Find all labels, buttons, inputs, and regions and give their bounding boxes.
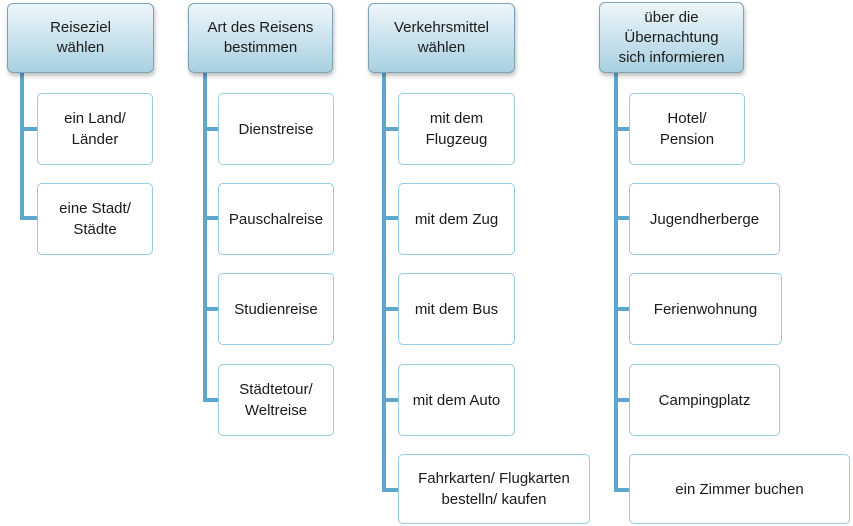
node-box: Ferienwohnung	[629, 273, 782, 345]
node-label: mit dem Bus	[414, 300, 499, 318]
node-label: Städtetour/ Weltreise	[239, 381, 313, 419]
node-label: mit dem Auto	[412, 391, 501, 409]
connector	[203, 398, 218, 402]
connector	[614, 127, 629, 131]
column-header-verkehrsmittel: Verkehrsmittel wählen	[368, 3, 515, 73]
column-header-uebernachtung: über die Übernachtung sich informieren	[599, 2, 744, 73]
node-label: Hotel/ Pension	[659, 110, 715, 148]
connector	[203, 216, 218, 220]
node-box: ein Zimmer buchen	[629, 454, 850, 524]
connector	[614, 216, 629, 220]
connector	[203, 127, 218, 131]
node-box: mit dem Flugzeug	[398, 93, 515, 165]
node-box: mit dem Auto	[398, 364, 515, 436]
connector	[20, 127, 37, 131]
connector-vertical	[382, 73, 386, 492]
header-label: Reiseziel wählen	[50, 19, 111, 56]
node-box: Campingplatz	[629, 364, 780, 436]
node-label: Dienstreise	[238, 120, 314, 138]
connector	[382, 307, 398, 311]
connector-vertical	[203, 73, 207, 402]
connector	[20, 216, 37, 220]
node-label: ein Zimmer buchen	[675, 480, 804, 498]
node-box: mit dem Zug	[398, 183, 515, 255]
connector	[382, 398, 398, 402]
node-box: mit dem Bus	[398, 273, 515, 345]
node-label: mit dem Zug	[414, 210, 499, 228]
node-label: Ferienwohnung	[653, 300, 758, 318]
header-label: Art des Reisens bestimmen	[207, 19, 314, 56]
connector-vertical	[20, 73, 24, 220]
connector-vertical	[614, 73, 618, 492]
connector	[382, 488, 398, 492]
node-label: Studienreise	[234, 300, 318, 318]
connector	[203, 307, 218, 311]
connector	[382, 216, 398, 220]
node-box: Dienstreise	[218, 93, 334, 165]
column-header-art: Art des Reisens bestimmen	[188, 3, 333, 73]
column-header-reiseziel: Reiseziel wählen	[7, 3, 154, 73]
header-label: Verkehrsmittel wählen	[393, 19, 490, 56]
node-box: Hotel/ Pension	[629, 93, 745, 165]
node-box: Fahrkarten/ Flugkarten bestelln/ kaufen	[398, 454, 590, 524]
node-box: Pauschalreise	[218, 183, 334, 255]
node-label: Jugendherberge	[649, 210, 760, 228]
node-box: Jugendherberge	[629, 183, 780, 255]
node-label: ein Land/ Länder	[64, 110, 126, 148]
node-label: Campingplatz	[658, 391, 751, 409]
node-label: eine Stadt/ Städte	[59, 200, 131, 238]
node-label: mit dem Flugzeug	[425, 110, 488, 148]
header-label: über die Übernachtung sich informieren	[618, 8, 725, 66]
node-box: ein Land/ Länder	[37, 93, 153, 165]
node-box: Städtetour/ Weltreise	[218, 364, 334, 436]
node-label: Fahrkarten/ Flugkarten bestelln/ kaufen	[418, 470, 570, 508]
connector	[614, 398, 629, 402]
connector	[614, 488, 629, 492]
connector	[614, 307, 629, 311]
connector	[382, 127, 398, 131]
node-box: eine Stadt/ Städte	[37, 183, 153, 255]
node-label: Pauschalreise	[228, 210, 324, 228]
node-box: Studienreise	[218, 273, 334, 345]
